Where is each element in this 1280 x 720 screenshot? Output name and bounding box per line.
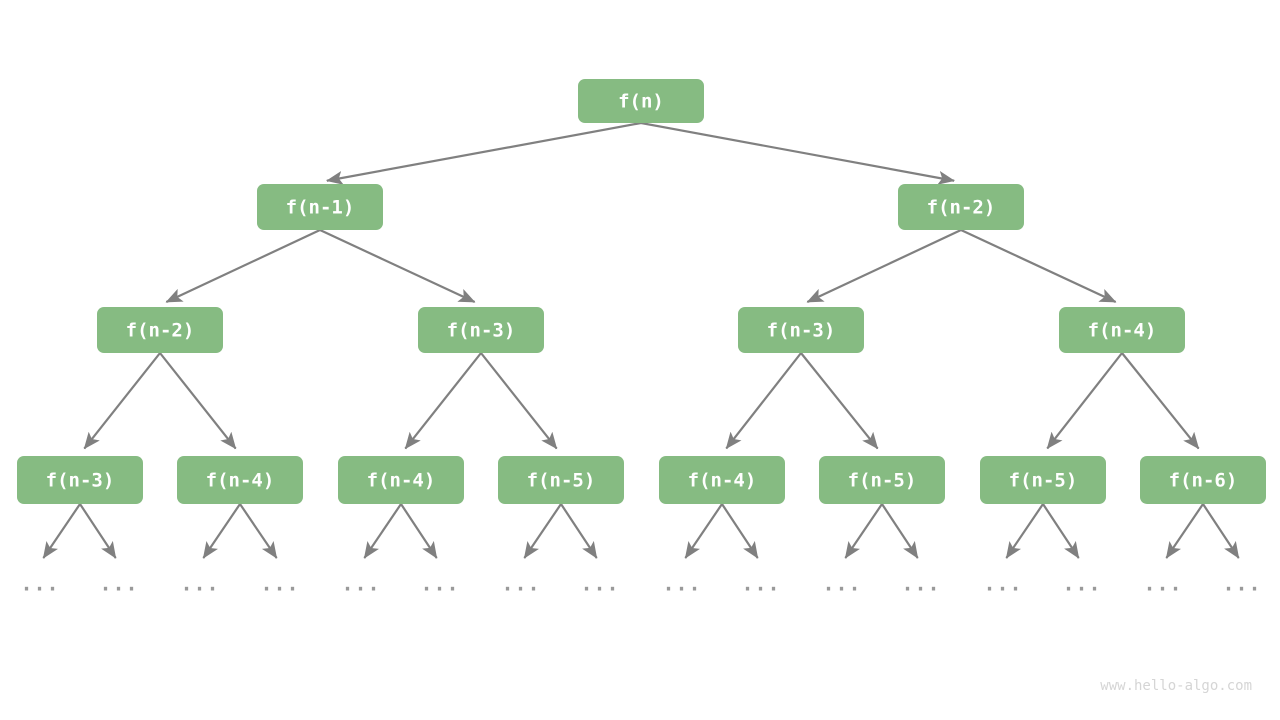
node-label: f(n-3) — [46, 470, 115, 492]
node-label: f(n-3) — [447, 320, 516, 342]
leaf-stub-edge — [1042, 503, 1080, 559]
tree-edge — [800, 352, 879, 450]
ellipsis-label: ... — [822, 572, 861, 596]
leaf-stub-edge — [881, 503, 919, 559]
ellipsis-label: ... — [901, 572, 940, 596]
tree-edge — [326, 121, 642, 185]
node-background — [17, 456, 143, 504]
tree-edge — [159, 352, 237, 450]
ellipsis-label: ... — [260, 572, 299, 596]
tree-node-fn-6[interactable]: f(n-6) — [1140, 456, 1266, 504]
node-label: f(n-2) — [126, 320, 195, 342]
tree-edge — [83, 352, 161, 450]
tree-node-fn-4[interactable]: f(n-4) — [659, 456, 785, 504]
ellipsis-label: ... — [1222, 572, 1261, 596]
tree-edge — [640, 121, 955, 185]
node-background — [498, 456, 624, 504]
tree-edge — [480, 352, 558, 450]
ellipsis-label: ... — [420, 572, 459, 596]
node-background — [578, 79, 704, 123]
node-label: f(n-5) — [527, 470, 596, 492]
node-background — [738, 307, 864, 353]
node-background — [257, 184, 383, 230]
tree-edge — [165, 229, 321, 304]
tree-node-fn-5[interactable]: f(n-5) — [980, 456, 1106, 504]
node-label: f(n-4) — [367, 470, 436, 492]
leaf-stub-edge — [400, 503, 438, 559]
tree-node-fn-5[interactable]: f(n-5) — [819, 456, 945, 504]
ellipsis-label: ... — [20, 572, 59, 596]
tree-node-fn-2[interactable]: f(n-2) — [898, 184, 1024, 230]
leaf-stub-edge — [79, 503, 117, 559]
leaf-stub-edge — [721, 503, 759, 559]
node-label: f(n-3) — [767, 320, 836, 342]
node-background — [980, 456, 1106, 504]
tree-edge — [960, 229, 1117, 304]
tree-edge — [806, 229, 962, 304]
node-background — [1059, 307, 1185, 353]
node-label: f(n-1) — [286, 197, 355, 219]
tree-edge — [725, 352, 802, 450]
tree-node-fn-3[interactable]: f(n-3) — [418, 307, 544, 353]
leaf-stub-edge — [684, 503, 723, 559]
tree-node-fn-3[interactable]: f(n-3) — [738, 307, 864, 353]
tree-edge — [1046, 352, 1123, 450]
ellipsis-label: ... — [1062, 572, 1101, 596]
edges-layer — [83, 121, 1200, 450]
tree-node-fn-4[interactable]: f(n-4) — [338, 456, 464, 504]
node-label: f(n) — [618, 91, 664, 113]
tree-edge — [319, 229, 476, 304]
tree-node-fn-4[interactable]: f(n-4) — [1059, 307, 1185, 353]
ellipsis-label: ... — [662, 572, 701, 596]
node-background — [898, 184, 1024, 230]
node-background — [97, 307, 223, 353]
ellipsis-label: ... — [341, 572, 380, 596]
leaf-stub-edge — [363, 503, 402, 559]
node-label: f(n-5) — [848, 470, 917, 492]
tree-node-fn-5[interactable]: f(n-5) — [498, 456, 624, 504]
leaf-stub-edge — [844, 503, 883, 559]
node-background — [1140, 456, 1266, 504]
leaf-stub-edge — [1202, 503, 1240, 559]
node-background — [819, 456, 945, 504]
leaf-stub-edge — [42, 503, 81, 559]
node-label: f(n-4) — [206, 470, 275, 492]
ellipsis-label: ... — [580, 572, 619, 596]
node-label: f(n-4) — [1088, 320, 1157, 342]
node-background — [418, 307, 544, 353]
node-label: f(n-5) — [1009, 470, 1078, 492]
node-label: f(n-2) — [927, 197, 996, 219]
tree-node-fn-2[interactable]: f(n-2) — [97, 307, 223, 353]
leaf-stub-edge — [1165, 503, 1204, 559]
leaf-stub-edge — [239, 503, 278, 559]
ellipses-layer: ........................................… — [20, 572, 1261, 596]
node-label: f(n-4) — [688, 470, 757, 492]
ellipsis-label: ... — [1143, 572, 1182, 596]
node-label: f(n-6) — [1169, 470, 1238, 492]
leaf-stub-edge — [560, 503, 598, 559]
node-background — [338, 456, 464, 504]
leaf-stub-edge — [202, 503, 241, 559]
node-background — [177, 456, 303, 504]
nodes-layer: f(n) f(n-1) f(n-2) f(n-2) f(n-3) f(n-3) f(n-4)… — [17, 79, 1266, 504]
watermark: www.hello-algo.com — [1100, 678, 1252, 694]
ellipsis-label: ... — [741, 572, 780, 596]
ellipsis-label: ... — [983, 572, 1022, 596]
tree-node-fn-1[interactable]: f(n-1) — [257, 184, 383, 230]
leaf-stub-edge — [523, 503, 562, 559]
tree-node-fn-3[interactable]: f(n-3) — [17, 456, 143, 504]
leaf-stub-edge — [1005, 503, 1044, 559]
ellipsis-label: ... — [180, 572, 219, 596]
tree-node-fn[interactable]: f(n) — [578, 79, 704, 123]
leaf-stubs-layer — [42, 503, 1240, 559]
tree-edge — [404, 352, 482, 450]
tree-node-fn-4[interactable]: f(n-4) — [177, 456, 303, 504]
ellipsis-label: ... — [99, 572, 138, 596]
ellipsis-label: ... — [501, 572, 540, 596]
node-background — [659, 456, 785, 504]
tree-edge — [1121, 352, 1200, 450]
